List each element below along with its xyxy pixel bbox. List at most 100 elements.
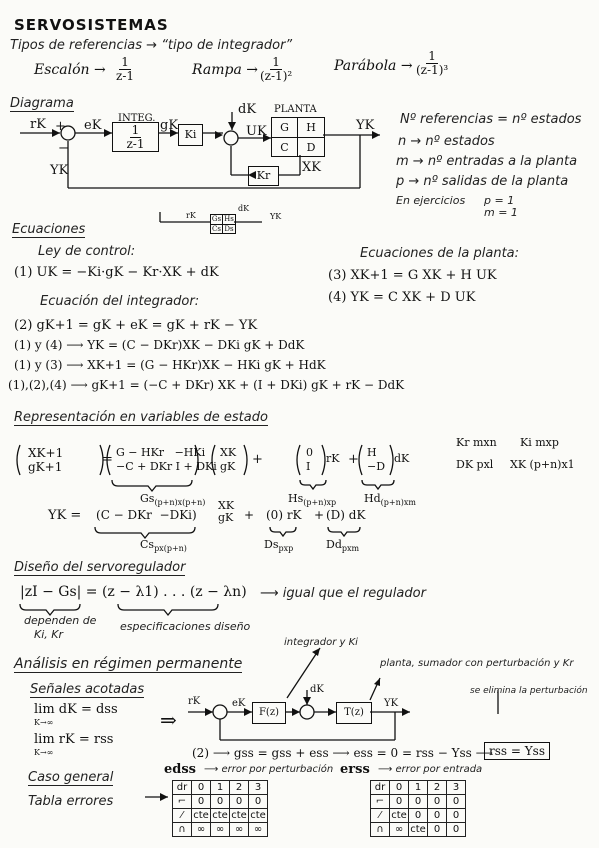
erss-note: ⟶ error por entrada — [378, 764, 483, 775]
note-n: n → nº estados — [398, 134, 495, 149]
escalon-num: 1 — [119, 55, 131, 70]
dim-xk: XK (p+n)x1 — [510, 458, 575, 471]
eq-4: (4) YK = C XK + D UK — [328, 290, 476, 305]
rampa-label: Rampa → — [192, 62, 258, 78]
hs-label: Hs(p+n)xp — [288, 492, 337, 508]
integrador-eq-label: Ecuación del integrador: — [40, 294, 200, 309]
bd2-yk: YK — [384, 698, 399, 709]
label-plus: + — [55, 119, 66, 134]
table-cell: 0 — [427, 794, 447, 809]
table-cell: cte — [389, 808, 409, 823]
tz-block: T(z) — [336, 702, 372, 724]
table-cell: 0 — [408, 794, 428, 809]
label-gk: gK — [160, 118, 179, 133]
table-cell: cte — [408, 822, 428, 837]
eq-2: (2) gK+1 = gK + eK = gK + rK − YK — [14, 318, 258, 333]
label-yk-fb: YK — [50, 163, 69, 178]
note-m1: m = 1 — [484, 206, 518, 219]
eq-b: (1) y (3) ⟶ XK+1 = (G − HKr)XK − HKi gK … — [14, 358, 326, 372]
table-cell: 0 — [191, 794, 211, 809]
table-cell: ∞ — [389, 822, 409, 837]
note-refs: Nº referencias = nº estados — [400, 112, 582, 127]
boxed-result: rss = Yss — [484, 742, 550, 760]
heading-representacion: Representación en variables de estado — [14, 410, 268, 426]
parabola-den: (z-1)³ — [416, 63, 449, 77]
dk-term: dK — [394, 452, 410, 465]
cs-matrix: (C − DKr −DKi) — [96, 508, 197, 522]
ss-eq: (2) ⟶ gss = gss + ess ⟶ ess = 0 = rss − … — [192, 746, 493, 760]
dd-label: Ddpxm — [326, 538, 360, 554]
note-p1: p = 1 — [484, 194, 515, 207]
table-cell: 0 — [446, 794, 466, 809]
dim-dk: DK pxl — [456, 458, 494, 471]
label-xk: XK — [302, 160, 321, 175]
lim-rk-sub: K→∞ — [34, 748, 54, 757]
dim-ki: Ki mxp — [520, 436, 559, 449]
table-cell: 0 — [389, 780, 409, 795]
table-cell: ∞ — [229, 822, 249, 837]
table-cell: 0 — [427, 822, 447, 837]
eq-c: (1),(2),(4) ⟶ gK+1 = (−C + DKr) XK + (I … — [8, 378, 405, 392]
table-cell: 2 — [229, 780, 249, 795]
table-cell: 0 — [408, 808, 428, 823]
planta-eq-label: Ecuaciones de la planta: — [360, 246, 520, 261]
table-cell: 0 — [248, 794, 268, 809]
rk-term: rK — [326, 452, 340, 465]
plant-block: G H C D — [271, 117, 325, 157]
depend-note-1: dependen de — [24, 614, 97, 627]
label-rk: rK — [30, 117, 46, 132]
hd-vector: H−D — [367, 446, 386, 473]
integrador-note: integrador y Ki — [284, 637, 358, 648]
page-title: SERVOSISTEMAS — [14, 16, 169, 34]
depend-note-2: Ki, Kr — [34, 628, 63, 641]
table-cell: 3 — [446, 780, 466, 795]
table-cell: 1 — [408, 780, 428, 795]
gs-matrix: G − HKr −HKi −C + DKr I + DKi — [116, 446, 217, 473]
plant-G: G — [272, 118, 298, 138]
dim-kr: Kr mxn — [456, 436, 497, 449]
edss-label: edss — [164, 762, 196, 777]
table-cell: 1 — [210, 780, 230, 795]
table-cell: ⁄ — [370, 808, 390, 823]
caso-general: Caso general — [28, 770, 114, 786]
label-planta: PLANTA — [274, 104, 317, 115]
table-cell: ∞ — [248, 822, 268, 837]
label-minus: − — [58, 141, 69, 156]
yk-lhs: YK = — [48, 508, 82, 523]
heading-diagrama: Diagrama — [10, 96, 74, 112]
bd2-rk: rK — [188, 696, 201, 707]
implies-arrow: ⇒ — [160, 708, 177, 732]
table-cell: 2 — [427, 780, 447, 795]
table-cell: cte — [191, 808, 211, 823]
parabola-num: 1 — [426, 49, 438, 64]
table-cell: ∩ — [370, 822, 390, 837]
lim-dk: lim dK = dss — [34, 702, 118, 717]
label-uk: UK — [246, 124, 267, 139]
erss-label: erss — [340, 762, 370, 777]
lim-dk-sub: K→∞ — [34, 718, 54, 727]
note-m: m → nº entradas a la planta — [396, 154, 578, 169]
rampa-num: 1 — [270, 55, 282, 70]
cs-label: Cspx(p+n) — [140, 538, 187, 554]
heading-ecuaciones: Ecuaciones — [12, 222, 86, 238]
mini-dk: dK — [238, 204, 250, 213]
table-cell: ∞ — [191, 822, 211, 837]
spec-note: especificaciones diseño — [120, 620, 251, 633]
tabla-errores: Tabla errores — [28, 794, 114, 809]
eq-3: (3) XK+1 = G XK + H UK — [328, 268, 497, 283]
table-cell: 0 — [191, 780, 211, 795]
table-cell: dr — [172, 780, 192, 795]
table-cell: 3 — [248, 780, 268, 795]
table-cell: 0 — [446, 822, 466, 837]
ley-control-label: Ley de control: — [38, 244, 136, 259]
table-cell: ⌐ — [172, 794, 192, 809]
